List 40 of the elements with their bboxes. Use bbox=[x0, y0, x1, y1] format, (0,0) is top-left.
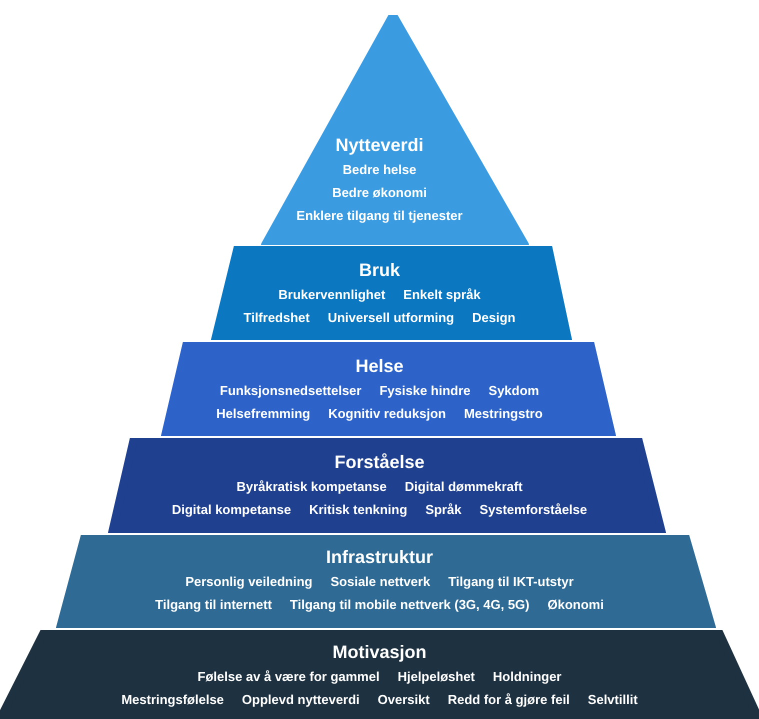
factor-label: Universell utforming bbox=[328, 310, 454, 325]
factor-label: Opplevd nytteverdi bbox=[242, 692, 360, 707]
layer-heading: Motivasjon bbox=[332, 642, 426, 663]
factor-label: Tilgang til mobile nettverk (3G, 4G, 5G) bbox=[290, 597, 530, 612]
factor-label: Design bbox=[472, 310, 516, 325]
factor-label: Oversikt bbox=[378, 692, 430, 707]
factor-label: Redd for å gjøre feil bbox=[448, 692, 570, 707]
layer-heading: Infrastruktur bbox=[326, 547, 433, 568]
factor-label: Økonomi bbox=[548, 597, 604, 612]
factor-label: Fysiske hindre bbox=[379, 383, 471, 398]
factor-label: Språk bbox=[425, 502, 462, 517]
layer-heading: Forståelse bbox=[334, 452, 425, 473]
factor-label: Hjelpeløshet bbox=[398, 669, 475, 684]
factor-label: Enklere tilgang til tjenester bbox=[296, 208, 463, 223]
factor-label: Selvtillit bbox=[588, 692, 638, 707]
factor-label: Tilgang til internett bbox=[155, 597, 272, 612]
layer-heading: Nytteverdi bbox=[335, 135, 424, 156]
factor-label: Følelse av å være for gammel bbox=[198, 669, 380, 684]
factor-label: Enkelt språk bbox=[403, 287, 481, 302]
factor-label: Kritisk tenkning bbox=[309, 502, 408, 517]
factor-label: Digital dømmekraft bbox=[404, 479, 523, 494]
factor-label: Funksjonsnedsettelser bbox=[220, 383, 362, 398]
factor-label: Sykdom bbox=[488, 383, 540, 398]
factor-label: Byråkratisk kompetanse bbox=[236, 479, 387, 494]
factor-label: Bedre helse bbox=[342, 162, 416, 177]
factor-label: Personlig veiledning bbox=[185, 574, 312, 589]
factor-label: Sosiale nettverk bbox=[330, 574, 430, 589]
factor-label: Holdninger bbox=[492, 669, 562, 684]
factor-label: Tilgang til IKT-utstyr bbox=[448, 574, 574, 589]
factor-label: Brukervennlighet bbox=[278, 287, 386, 302]
factor-label: Digital kompetanse bbox=[172, 502, 292, 517]
factor-label: Kognitiv reduksjon bbox=[328, 406, 446, 421]
layer-heading: Bruk bbox=[358, 260, 400, 281]
factor-label: Mestringstro bbox=[464, 406, 543, 421]
factor-label: Mestringsfølelse bbox=[121, 692, 224, 707]
layer-heading: Helse bbox=[355, 356, 404, 377]
factor-label: Tilfredshet bbox=[244, 310, 310, 325]
factor-label: Helsefremming bbox=[216, 406, 310, 421]
factor-label: Systemforståelse bbox=[479, 502, 588, 517]
factor-label: Bedre økonomi bbox=[332, 185, 427, 200]
